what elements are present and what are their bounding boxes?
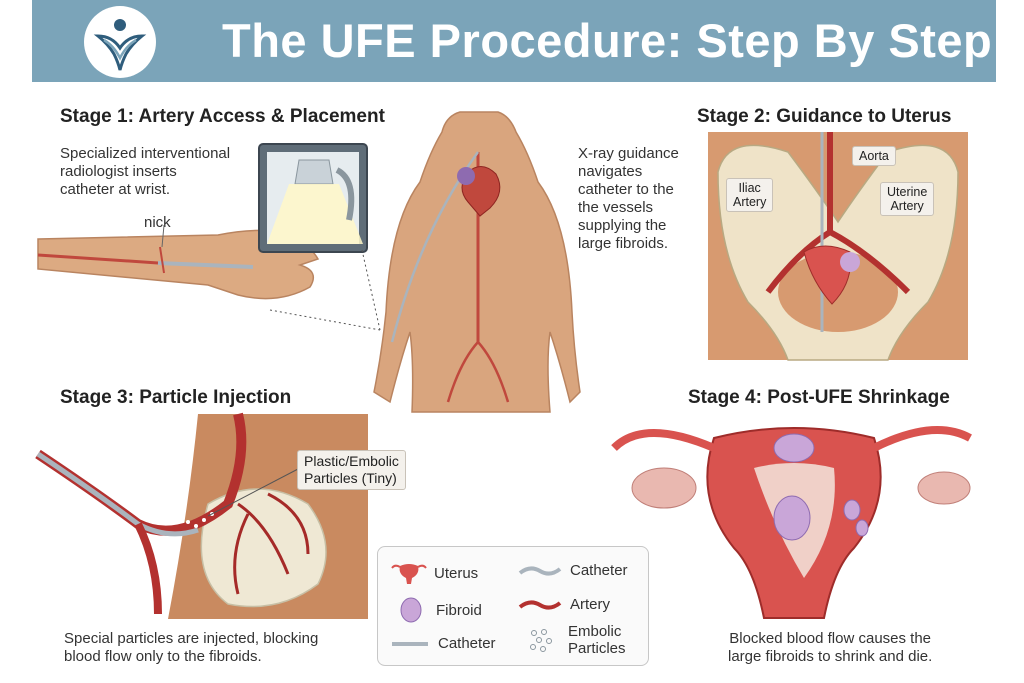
stage1-description-line: catheter at wrist.: [60, 181, 171, 198]
page-title: The UFE Procedure: Step By Step: [222, 14, 993, 67]
catheter-icon: [518, 565, 562, 576]
xray-description-line: catheter to the: [578, 181, 674, 198]
stage1-description-line: Specialized interventional: [60, 145, 231, 162]
iliac-label-line: Iliac: [738, 181, 761, 195]
stage3-caption-line: Special particles are injected, blocking: [64, 630, 319, 647]
legend-label: Uterus: [434, 564, 479, 582]
legend-item-uterus: Uterus: [391, 562, 479, 584]
uterus-shrinkage-illustration: [611, 426, 972, 619]
legend-box: Uterus Catheter Fibroid Artery Catheter …: [377, 546, 649, 666]
legend-label-line: Embolic: [568, 623, 622, 640]
legend-label: Fibroid: [436, 601, 482, 619]
uterine-artery-label: Uterine Artery: [880, 182, 935, 216]
iliac-label-line: Artery: [733, 195, 767, 209]
xray-description-line: large fibroids.: [578, 235, 669, 252]
legend-item-catheter: Catheter: [392, 635, 496, 652]
particles-label-line: Particles (Tiny): [304, 470, 397, 486]
particle-injection-illustration: [35, 412, 368, 619]
figure-logo-icon: [84, 6, 156, 78]
legend-label-line: Particles: [568, 640, 626, 657]
xray-machine-icon: [258, 143, 368, 253]
stage3-caption-line: blood flow only to the fibroids.: [64, 648, 262, 665]
stage4-caption: Blocked blood flow causes the large fibr…: [728, 630, 932, 666]
stage1-title: Stage 1: Artery Access & Placement: [60, 106, 385, 127]
legend-item-catheter: Catheter: [518, 562, 628, 579]
legend-label: Catheter: [570, 562, 628, 579]
legend-label: Embolic Particles: [568, 623, 626, 657]
body-illustration: [373, 111, 581, 413]
catheter-icon: [392, 641, 428, 646]
xray-description-line: X-ray guidance: [578, 145, 679, 162]
uterine-label-line: Artery: [890, 199, 924, 213]
xray-description-line: the vessels: [578, 199, 654, 216]
aorta-label: Aorta: [852, 146, 896, 166]
stage4-caption-line: Blocked blood flow causes the: [729, 630, 932, 647]
fibroid-icon: [400, 597, 422, 623]
pelvis-illustration: [708, 132, 968, 361]
artery-icon: [518, 599, 562, 610]
title-banner: The UFE Procedure: Step By Step: [32, 0, 996, 82]
legend-item-artery: Artery: [518, 596, 610, 613]
embolic-particles-icon: [530, 629, 552, 652]
xray-description-line: supplying the: [578, 217, 667, 234]
particles-label: Plastic/Embolic Particles (Tiny): [297, 450, 406, 490]
stage4-caption-line: large fibroids to shrink and die.: [728, 648, 933, 665]
legend-label: Artery: [570, 596, 611, 613]
iliac-artery-label: Iliac Artery: [726, 178, 774, 212]
uterine-label-line: Uterine: [887, 185, 928, 199]
xray-description-line: navigates: [578, 163, 643, 180]
stage4-title: Stage 4: Post-UFE Shrinkage: [688, 387, 950, 408]
stage2-title: Stage 2: Guidance to Uterus: [697, 106, 952, 127]
stage1-description: Specialized interventional radiologist i…: [60, 145, 230, 199]
stage3-caption: Special particles are injected, blocking…: [64, 630, 318, 666]
xray-dotted-guide: [269, 249, 381, 331]
stage3-title: Stage 3: Particle Injection: [60, 387, 292, 408]
legend-item-fibroid: Fibroid: [400, 597, 482, 623]
uterus-icon: [391, 564, 427, 584]
particles-label-line: Plastic/Embolic: [304, 453, 399, 469]
stage1-description-line: radiologist inserts: [60, 163, 177, 180]
xray-description: X-ray guidance navigates catheter to the…: [578, 145, 679, 253]
legend-item-embolic-particles: Embolic Particles: [528, 623, 626, 657]
legend-label: Catheter: [438, 635, 496, 652]
